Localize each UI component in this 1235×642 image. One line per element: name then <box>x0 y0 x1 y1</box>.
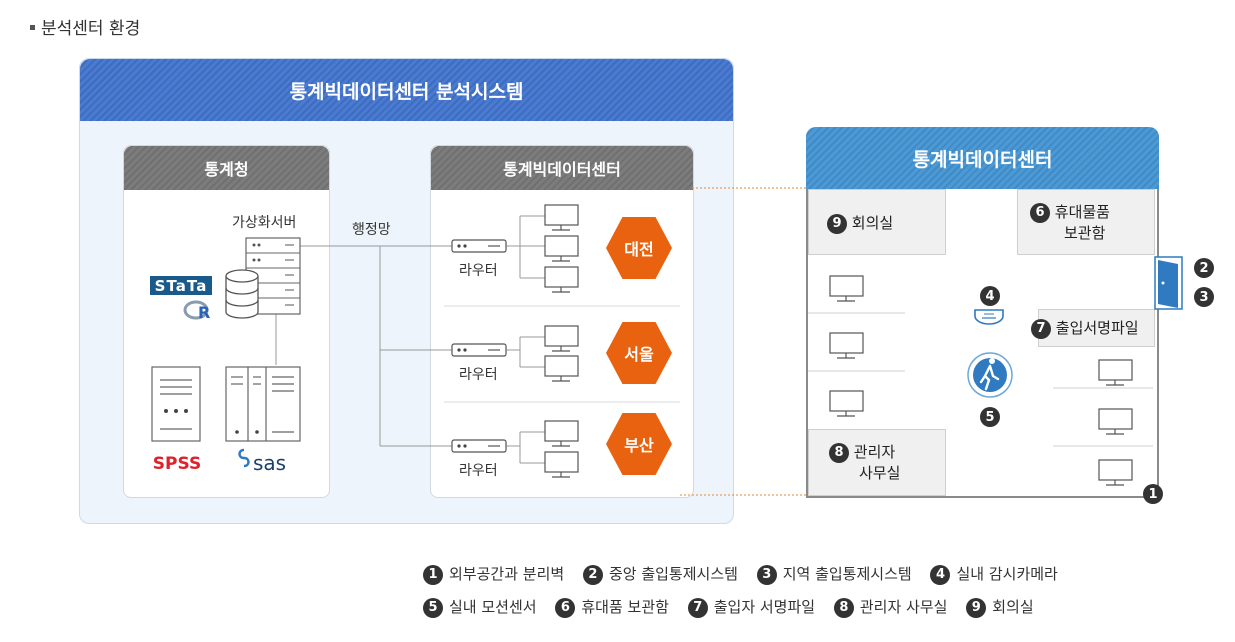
marker-6: 6 <box>1030 202 1050 223</box>
marker-5: 5 <box>980 407 1000 427</box>
big-data-center-title: 통계빅데이터센터 <box>431 146 693 190</box>
meeting-room: 9 회의실 <box>808 189 946 255</box>
svg-text:sas: sas <box>253 451 286 475</box>
legend-label-2: 중앙 출입통제시스템 <box>608 565 738 583</box>
locker-room: 6 휴대물품 보관함 <box>1017 189 1155 255</box>
router-label-daejeon: 라우터 <box>459 263 498 279</box>
locker-label-2: 보관함 <box>1064 223 1106 242</box>
sas-logo: sas <box>238 448 286 475</box>
marker-2: 2 <box>1194 258 1214 278</box>
marker-9: 9 <box>827 213 847 234</box>
router-icon-seoul <box>451 343 507 357</box>
legend-label-8: 관리자 사무실 <box>859 598 948 616</box>
spss-logo: SPSS <box>153 454 201 474</box>
floor-plan-title: 통계빅데이터센터 <box>806 127 1159 189</box>
door-icon <box>1154 256 1183 310</box>
admin-label-2: 사무실 <box>859 464 901 482</box>
router-label-busan: 라우터 <box>459 463 498 479</box>
monitor-icon <box>1098 459 1133 486</box>
virtual-server-label: 가상화서버 <box>232 215 297 231</box>
monitor-icon <box>544 266 579 293</box>
monitor-icon <box>1098 359 1133 386</box>
router-label-seoul: 라우터 <box>459 367 498 383</box>
monitor-icon <box>544 451 579 478</box>
analysis-system-title: 통계빅데이터센터 분석시스템 <box>80 59 733 121</box>
site-badge-daejeon: 대전 <box>606 216 672 280</box>
stata-logo: STaTa <box>150 276 212 295</box>
monitor-icon <box>544 420 579 447</box>
sign-file-area: 7 출입서명파일 <box>1031 309 1155 347</box>
bullet-square-icon <box>30 24 35 30</box>
monitor-icon <box>829 275 864 302</box>
svg-text:STaTa: STaTa <box>155 277 208 295</box>
camera-icon <box>974 309 1004 325</box>
svg-text:R: R <box>198 303 210 322</box>
marker-4: 4 <box>980 286 1000 306</box>
monitor-icon <box>544 235 579 262</box>
router-icon-busan <box>451 439 507 453</box>
site-badge-busan: 부산 <box>606 412 672 476</box>
statistics-korea-title: 통계청 <box>124 146 329 190</box>
r-logo: R <box>183 300 210 322</box>
legend-label-4: 실내 감시카메라 <box>956 565 1058 583</box>
admin-office: 8 관리자 사무실 <box>808 429 946 496</box>
legend-label-3: 지역 출입통제시스템 <box>782 565 912 583</box>
locker-label-1: 휴대물품 <box>1054 203 1110 221</box>
pc-monitors <box>544 204 579 478</box>
legend-label-7: 출입자 서명파일 <box>713 598 816 616</box>
marker-7: 7 <box>1031 318 1051 339</box>
monitor-icon <box>544 204 579 231</box>
monitor-icon <box>544 325 579 352</box>
monitor-icon <box>1098 408 1133 435</box>
marker-1: 1 <box>1143 484 1163 504</box>
section-title: 분석센터 환경 <box>30 14 140 39</box>
admin-network-label: 행정망 <box>352 222 391 238</box>
motion-sensor-icon <box>967 352 1013 398</box>
meeting-room-label: 회의실 <box>851 214 894 232</box>
database-icon <box>225 269 259 319</box>
sign-file-label: 출입서명파일 <box>1055 319 1139 337</box>
sas-server-icon <box>225 366 301 442</box>
site-badge-seoul: 서울 <box>606 321 672 385</box>
legend-label-6: 휴대품 보관함 <box>581 598 669 616</box>
spss-server-icon <box>151 366 201 442</box>
router-icon-daejeon <box>451 239 507 253</box>
monitor-icon <box>829 390 864 417</box>
admin-label-1: 관리자 <box>853 443 896 461</box>
marker-8: 8 <box>829 442 849 463</box>
legend-label-5: 실내 모션센서 <box>449 598 537 616</box>
marker-3: 3 <box>1194 287 1214 307</box>
legend-label-1: 외부공간과 분리벽 <box>449 565 565 583</box>
legend-label-9: 회의실 <box>992 598 1034 616</box>
monitor-icon <box>829 332 864 359</box>
monitor-icon <box>544 355 579 382</box>
